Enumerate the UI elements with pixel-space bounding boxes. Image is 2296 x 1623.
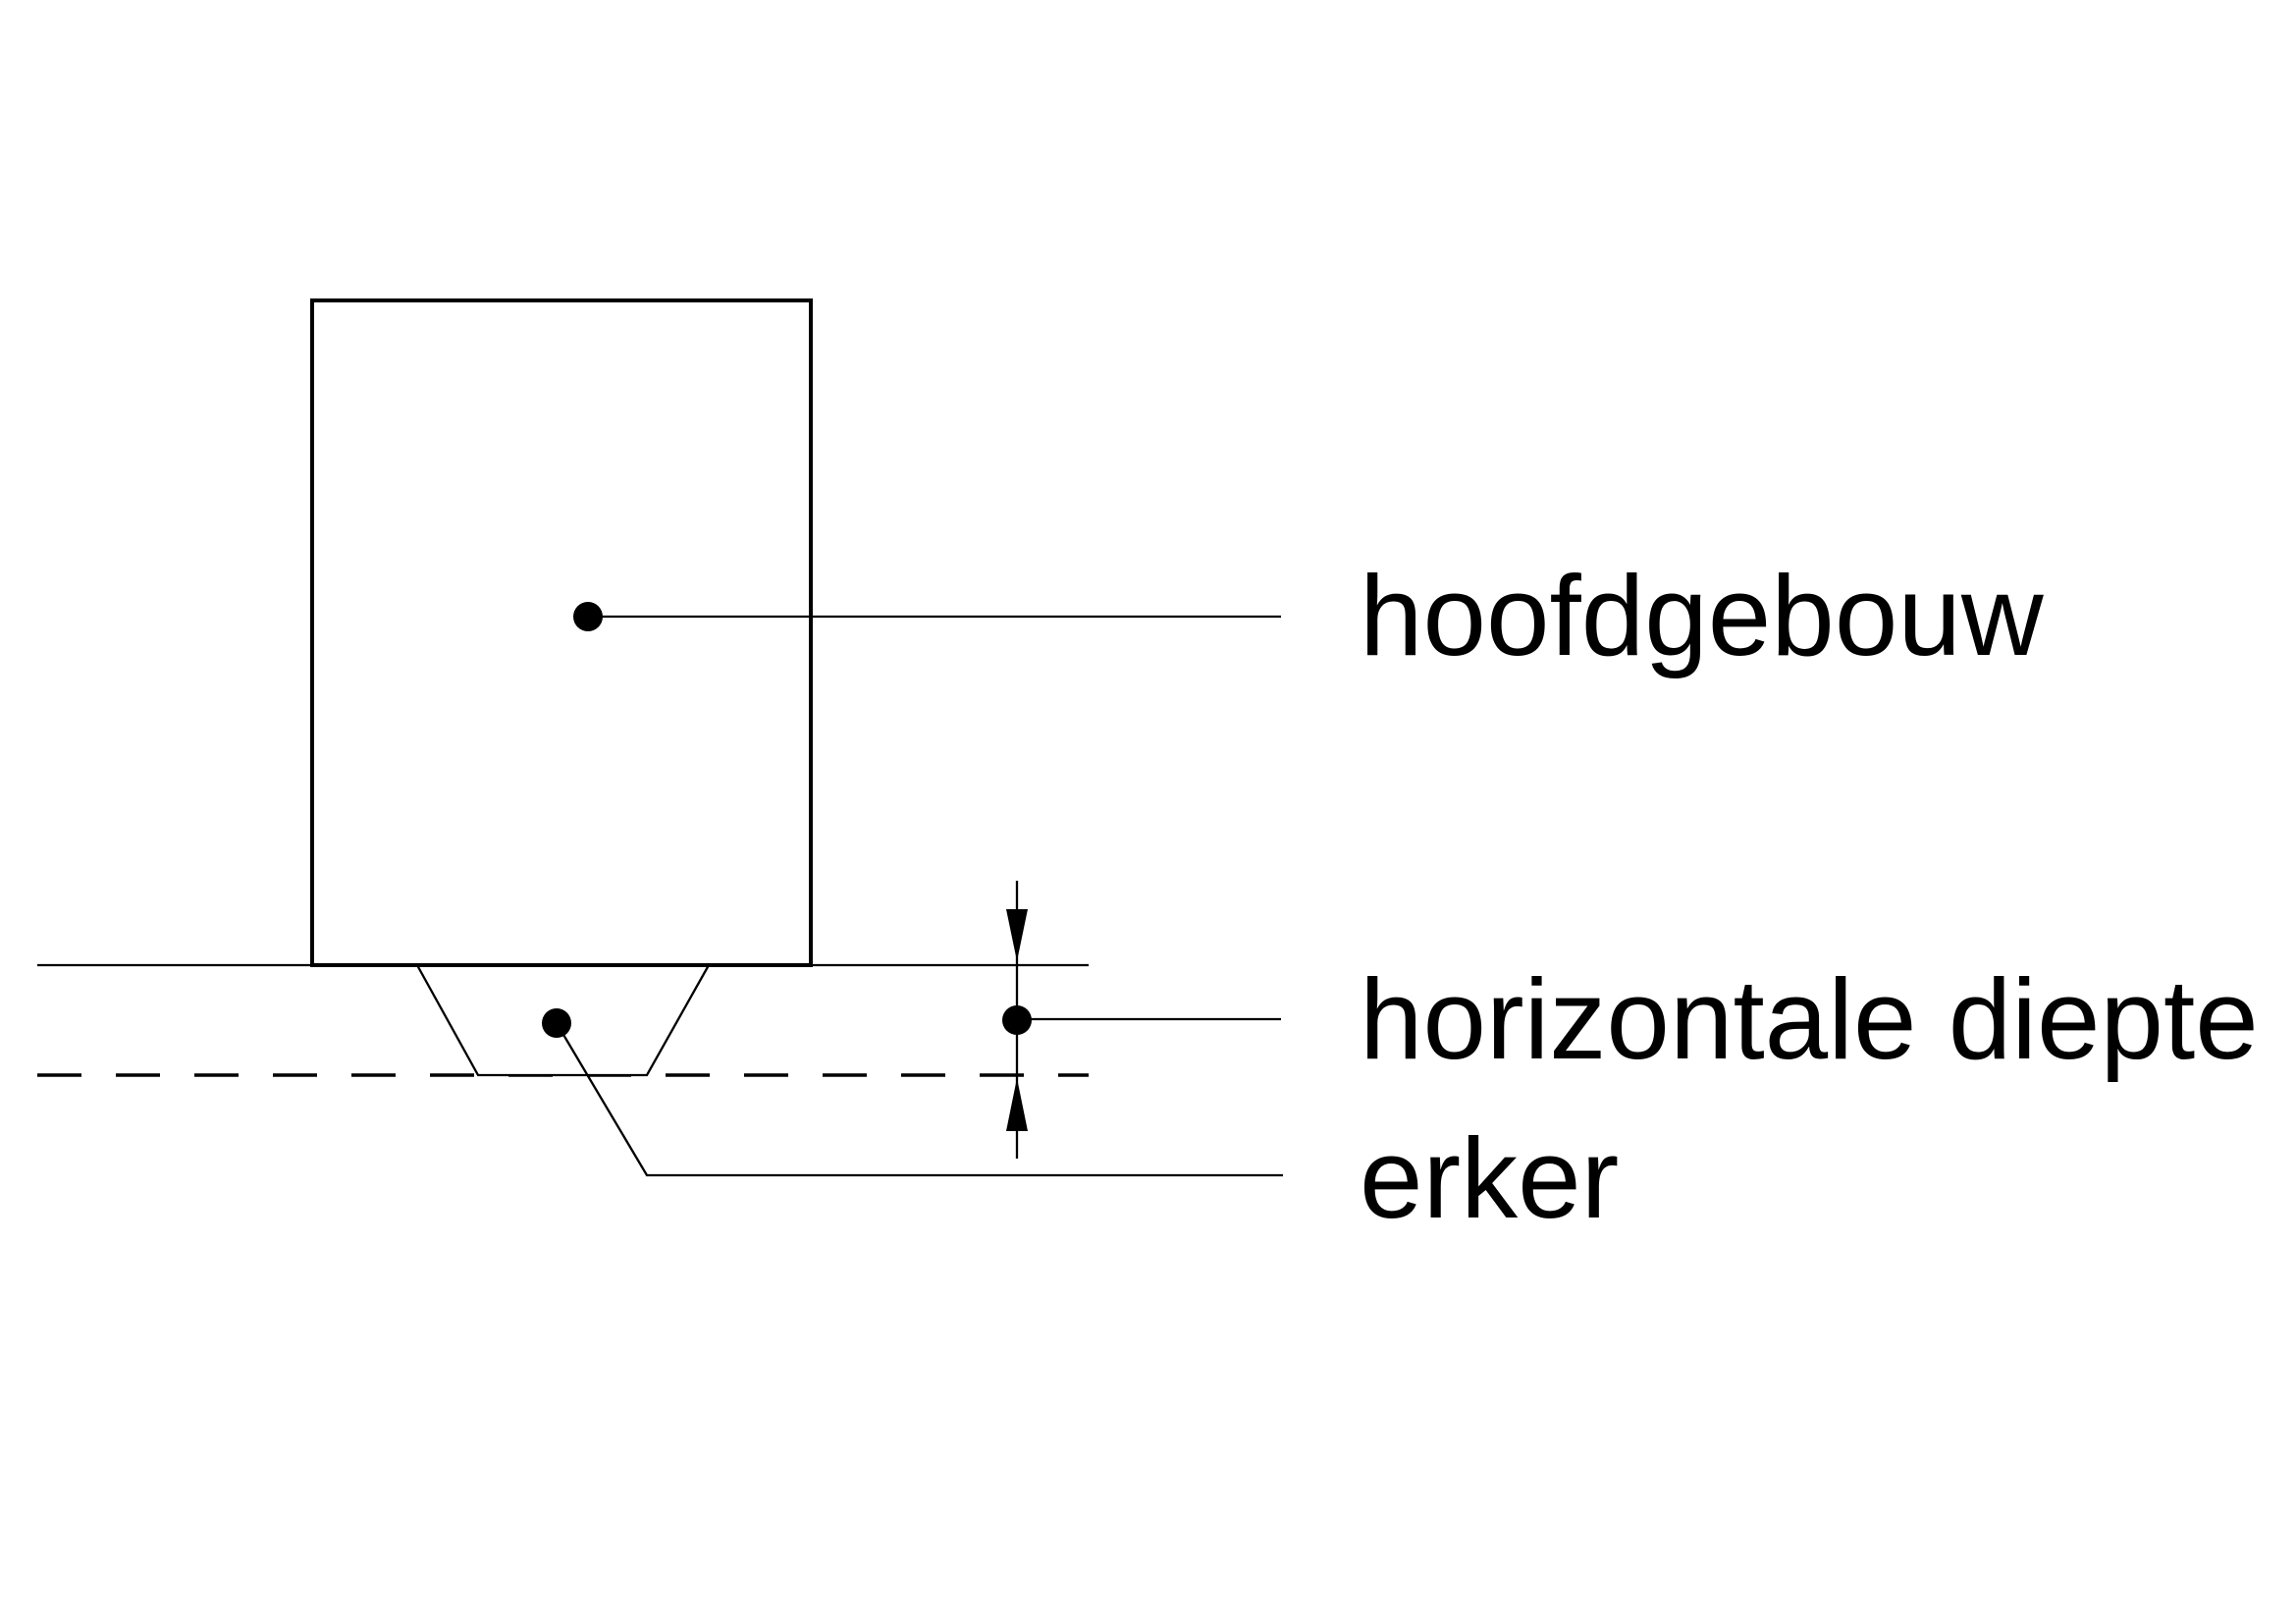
dimension-arrow-down-icon [1006,909,1028,961]
main-building-outline [310,298,813,967]
bay-window-label: erker [1360,1114,1619,1242]
main-building-label: hoofdgebouw [1360,552,2045,679]
horizontal-depth-label: horizontale diepte [1360,955,2259,1083]
dimension-arrow-up-icon [1006,1078,1028,1131]
bay-window-leader-line [556,1022,1283,1177]
